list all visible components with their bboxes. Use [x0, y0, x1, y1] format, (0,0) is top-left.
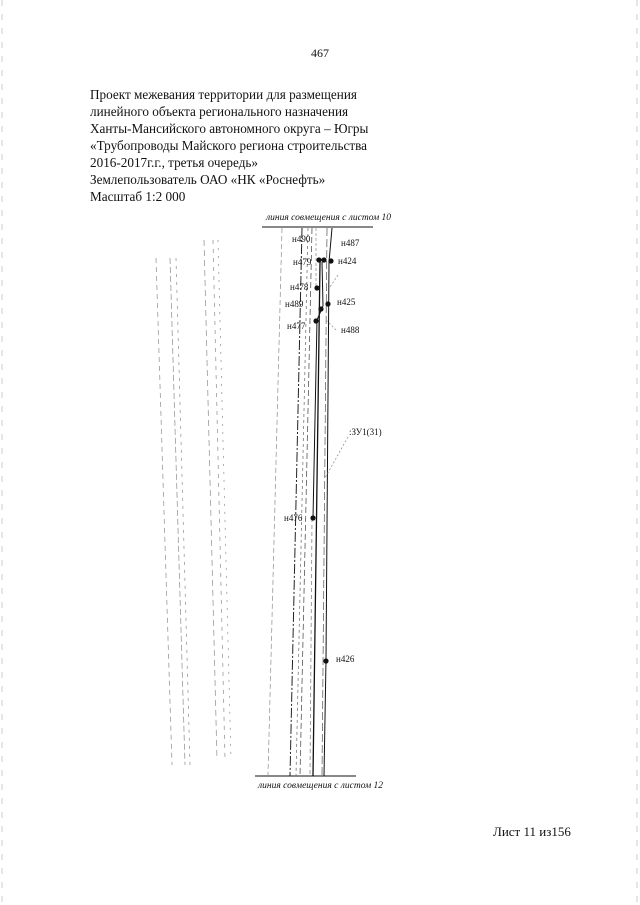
sheet-number: Лист 11 из156: [493, 824, 571, 839]
combine-label-bottom: линия совмещения с листом 12: [258, 781, 384, 791]
land-user-line: Землепользователь ОАО «НК «Роснефть»: [90, 172, 326, 187]
title-line-2: линейного объекта регионального назначен…: [90, 104, 349, 119]
label-n489: н489: [285, 299, 304, 309]
title-line-3: Ханты-Мансийского автономного округа – Ю…: [90, 121, 369, 136]
point-n425: [325, 301, 331, 307]
point-n424: [328, 258, 334, 264]
scale-line: Масштаб 1:2 000: [90, 189, 186, 204]
label-n479: н479: [293, 257, 312, 267]
label-n490: н490: [292, 234, 311, 244]
label-n425: н425: [337, 297, 356, 307]
title-block: Проект межевания территории для размещен…: [90, 86, 368, 205]
label-n487: н487: [341, 238, 360, 248]
label-n424: н424: [338, 256, 357, 266]
label-n476: н476: [284, 513, 303, 523]
title-line-1: Проект межевания территории для размещен…: [90, 87, 357, 102]
title-line-5: 2016-2017г.г., третья очередь»: [90, 155, 259, 170]
corridor-lines: [289, 227, 333, 777]
point-n476: [310, 515, 316, 521]
label-n478: н478: [290, 282, 309, 292]
label-n426: н426: [336, 654, 355, 664]
combine-label-top: линия совмещения с листом 10: [266, 213, 392, 223]
point-n479: [316, 257, 322, 263]
label-n488: н488: [341, 325, 360, 335]
faint-boundary-lines: [155, 227, 283, 776]
point-n489: [318, 306, 324, 312]
point-n426: [323, 658, 329, 664]
parcel-label: :ЗУ1(31): [349, 427, 382, 437]
leader-lines: [324, 274, 349, 479]
point-n487: [321, 257, 327, 263]
point-n477: [313, 318, 319, 324]
survey-points: [310, 257, 334, 664]
page-number: 467: [311, 46, 329, 60]
title-line-4: «Трубопроводы Майского региона строитель…: [90, 138, 368, 153]
label-n477: н477: [287, 321, 306, 331]
point-n478: [314, 285, 320, 291]
